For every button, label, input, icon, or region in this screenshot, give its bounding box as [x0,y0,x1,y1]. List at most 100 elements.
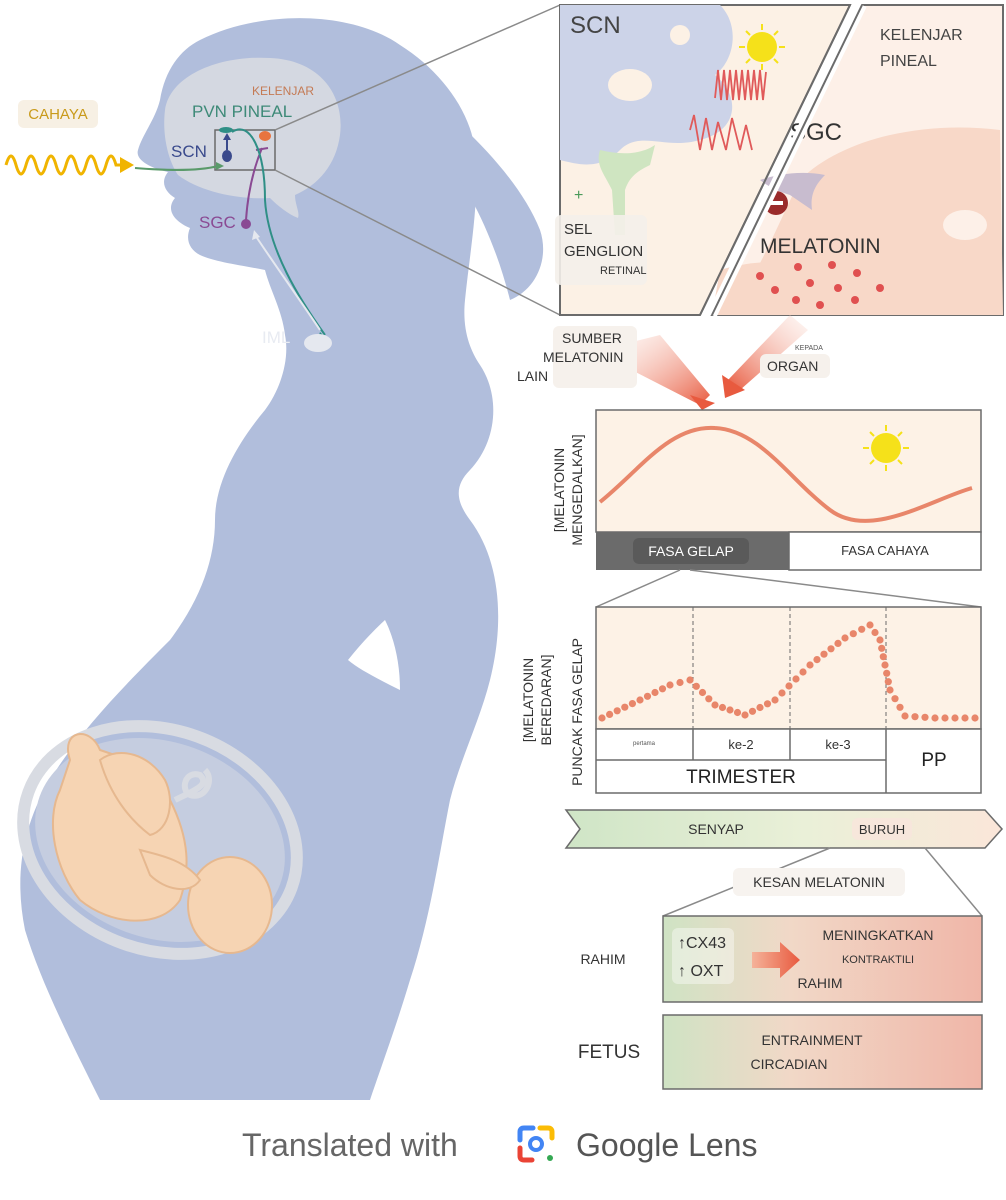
melatonin-dot [598,714,606,722]
sgc-label-head: SGC [199,213,236,232]
fetus-figure [51,733,273,954]
melatonin-dot [643,692,652,700]
melatonin-dot [941,714,949,722]
melatonin-dot [876,636,884,644]
melatonin-dot [763,700,772,708]
melatonin-dot [866,621,874,629]
melatonin-dot [813,656,821,664]
circ-y-label-1: [MELATONIN [520,658,536,742]
effects-label: KESAN MELATONIN [753,874,885,890]
melatonin-dot [686,676,694,684]
sun-icon-rhythm [863,425,909,471]
melatonin-dot [613,707,621,715]
organ-label: ORGAN [767,358,818,374]
melatonin-dot [896,703,904,711]
plus-sign: + [574,187,583,204]
melatonin-dot [792,675,800,683]
melatonin-dot [871,628,879,637]
iml-to-sgc-path [254,234,321,331]
melatonin-dot [961,714,969,722]
entrain-label-1: ENTRAINMENT [761,1032,863,1048]
labor-label: BURUH [859,822,905,837]
trimester-label: TRIMESTER [686,767,796,788]
iml-node [304,334,332,352]
melatonin-dot [676,678,684,687]
pvn-pineal-label: PVN PINEAL [192,102,292,121]
melatonin-dot [971,714,979,722]
melatonin-dot [891,695,899,703]
circ-y-label-3: PUNCAK FASA GELAP [569,638,585,786]
umbilical-cord [173,767,212,803]
melatonin-dot [628,700,637,708]
melatonin-dot [879,653,887,661]
scn-firing-bottom [689,114,753,151]
melatonin-dot [726,706,734,714]
trimester-3-label: ke-3 [825,737,850,752]
trimester-1-label: pertama [633,741,656,747]
melatonin-dot [778,689,786,697]
increase-label-3: RAHIM [797,975,842,991]
ganglion-label-1: SEL [564,221,592,238]
sun-icon [739,24,785,70]
melatonin-dot [771,696,779,704]
melatonin-dot [705,695,713,703]
melatonin-dot [921,713,929,721]
melatonin-dot [884,678,892,686]
increase-label-2: KONTRAKTILI [842,954,914,966]
melatonin-dot [606,710,614,719]
melatonin-dot [692,682,700,690]
increase-label-1: MENINGKATKAN [823,927,934,943]
melatonin-dot [636,696,644,704]
trimester-2-label: ke-2 [728,737,753,752]
sgc-node [241,219,251,229]
dark-phase-label: FASA GELAP [648,543,734,559]
rhythm-box [595,409,982,571]
footer-brand: Google Lens [576,1127,757,1163]
light-label: CAHAYA [28,106,87,123]
footer-prefix: Translated with [242,1127,458,1163]
melatonin-dot [878,644,886,652]
melatonin-dot [849,630,857,638]
rhythm-y-label-2: MENGEDALKAN] [569,434,585,545]
melatonin-dot [883,669,891,677]
to-small-label: KEPADA [795,345,823,352]
melatonin-dot [951,714,959,722]
pvn-to-iml-path [231,128,326,336]
melatonin-dot [718,703,727,712]
scn-zoom-label: SCN [570,12,621,39]
other-src-label-3: LAIN [517,368,548,384]
google-lens-icon [517,1125,555,1163]
melatonin-dot [931,714,939,722]
fetus-label: FETUS [578,1042,640,1063]
melatonin-zoom-label: MELATONIN [760,235,881,258]
melatonin-dotted-curve [598,621,979,722]
pineal-zoom-label-1: KELENJAR [880,27,963,44]
melatonin-dot [651,688,659,697]
melatonin-rhythm-curve [598,425,973,523]
melatonin-dot [881,661,889,669]
melatonin-dot [911,713,919,721]
melatonin-dot [834,639,842,648]
melatonin-dot [756,703,764,712]
melatonin-dot [711,701,719,709]
scn-firing-top [714,69,767,101]
retinal-input-path [134,165,219,171]
uterus-label: RAHIM [580,951,625,967]
entrain-label-2: CIRCADIAN [750,1056,827,1072]
cx43-label: ↑CX43 [678,935,726,952]
melatonin-dot [785,682,793,690]
melatonin-dot [698,688,707,697]
rhythm-y-label-1: [MELATONIN [551,448,567,532]
pvn-node [219,127,233,133]
zoom-line-top [274,4,561,131]
melatonin-dot [886,686,894,694]
quiet-label: SENYAP [688,821,744,837]
pineal-node [259,131,271,141]
circ-y-label-2: BEREDARAN] [538,654,554,745]
light-phase-label: FASA CAHAYA [841,543,929,558]
to-organ-arrow [728,315,808,390]
melatonin-dot [806,661,814,669]
zoom-line-bottom [274,169,561,316]
scn-label-head: SCN [171,142,207,161]
melatonin-dot [827,645,835,653]
